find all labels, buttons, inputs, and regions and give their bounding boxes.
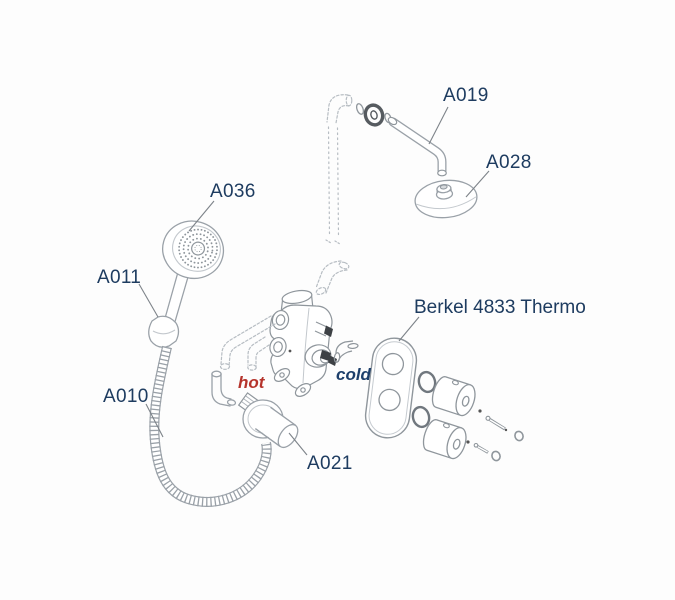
cold-inlet-fitting-drawing [320,340,359,363]
label-a010: A010 [103,386,149,407]
spray-nozzles-outer-ring [178,228,218,269]
o-rings-drawing [411,370,437,429]
escutcheon-rings-drawing [355,103,392,127]
leader-a036 [188,200,215,232]
rain-shower-head-drawing [414,179,478,219]
shower-hose-drawing [149,345,272,507]
label-a021: A021 [307,453,353,474]
spray-nozzles-inner-ring [187,237,209,260]
hot-inlet-pipes-drawing [219,315,276,371]
hand-shower-drawing [161,220,225,333]
leader-model [398,316,420,342]
trim-plate-drawing [364,337,418,439]
knob-lower [422,419,467,460]
shower-holder-drawing [148,315,180,348]
trim-plate-upper-hole [381,352,405,376]
label-hot: hot [238,373,266,392]
hot-outlet-elbow-drawing [211,370,237,407]
shower-arm-drawing [387,116,447,177]
label-a036: A036 [210,181,256,202]
wall-outlet-drawing [237,392,299,449]
valve-stem-tip-upper [324,325,333,337]
leader-a011 [138,283,159,318]
leader-a021 [288,432,308,456]
leader-a028 [465,170,490,198]
thermostatic-valve-drawing [269,289,337,397]
label-a019: A019 [443,85,489,106]
handle-knobs-drawing [422,376,476,460]
label-cold: cold [336,365,372,384]
fastener-set-drawing [466,409,524,462]
trim-plate-lower-hole [378,388,401,412]
leader-a010 [145,403,164,438]
part-labels: A019 A028 A036 A011 A010 A021 Berkel 483… [97,85,586,474]
label-a028: A028 [486,152,532,173]
label-a011: A011 [97,267,141,288]
leader-a019 [428,106,449,145]
spray-nozzles-mid-ring [182,233,214,264]
concealed-pipe-drawing [315,94,353,296]
label-model-name: Berkel 4833 Thermo [414,297,586,318]
cold-stem-tip [320,350,331,361]
knob-upper [431,376,476,417]
leader-lines [138,106,490,456]
